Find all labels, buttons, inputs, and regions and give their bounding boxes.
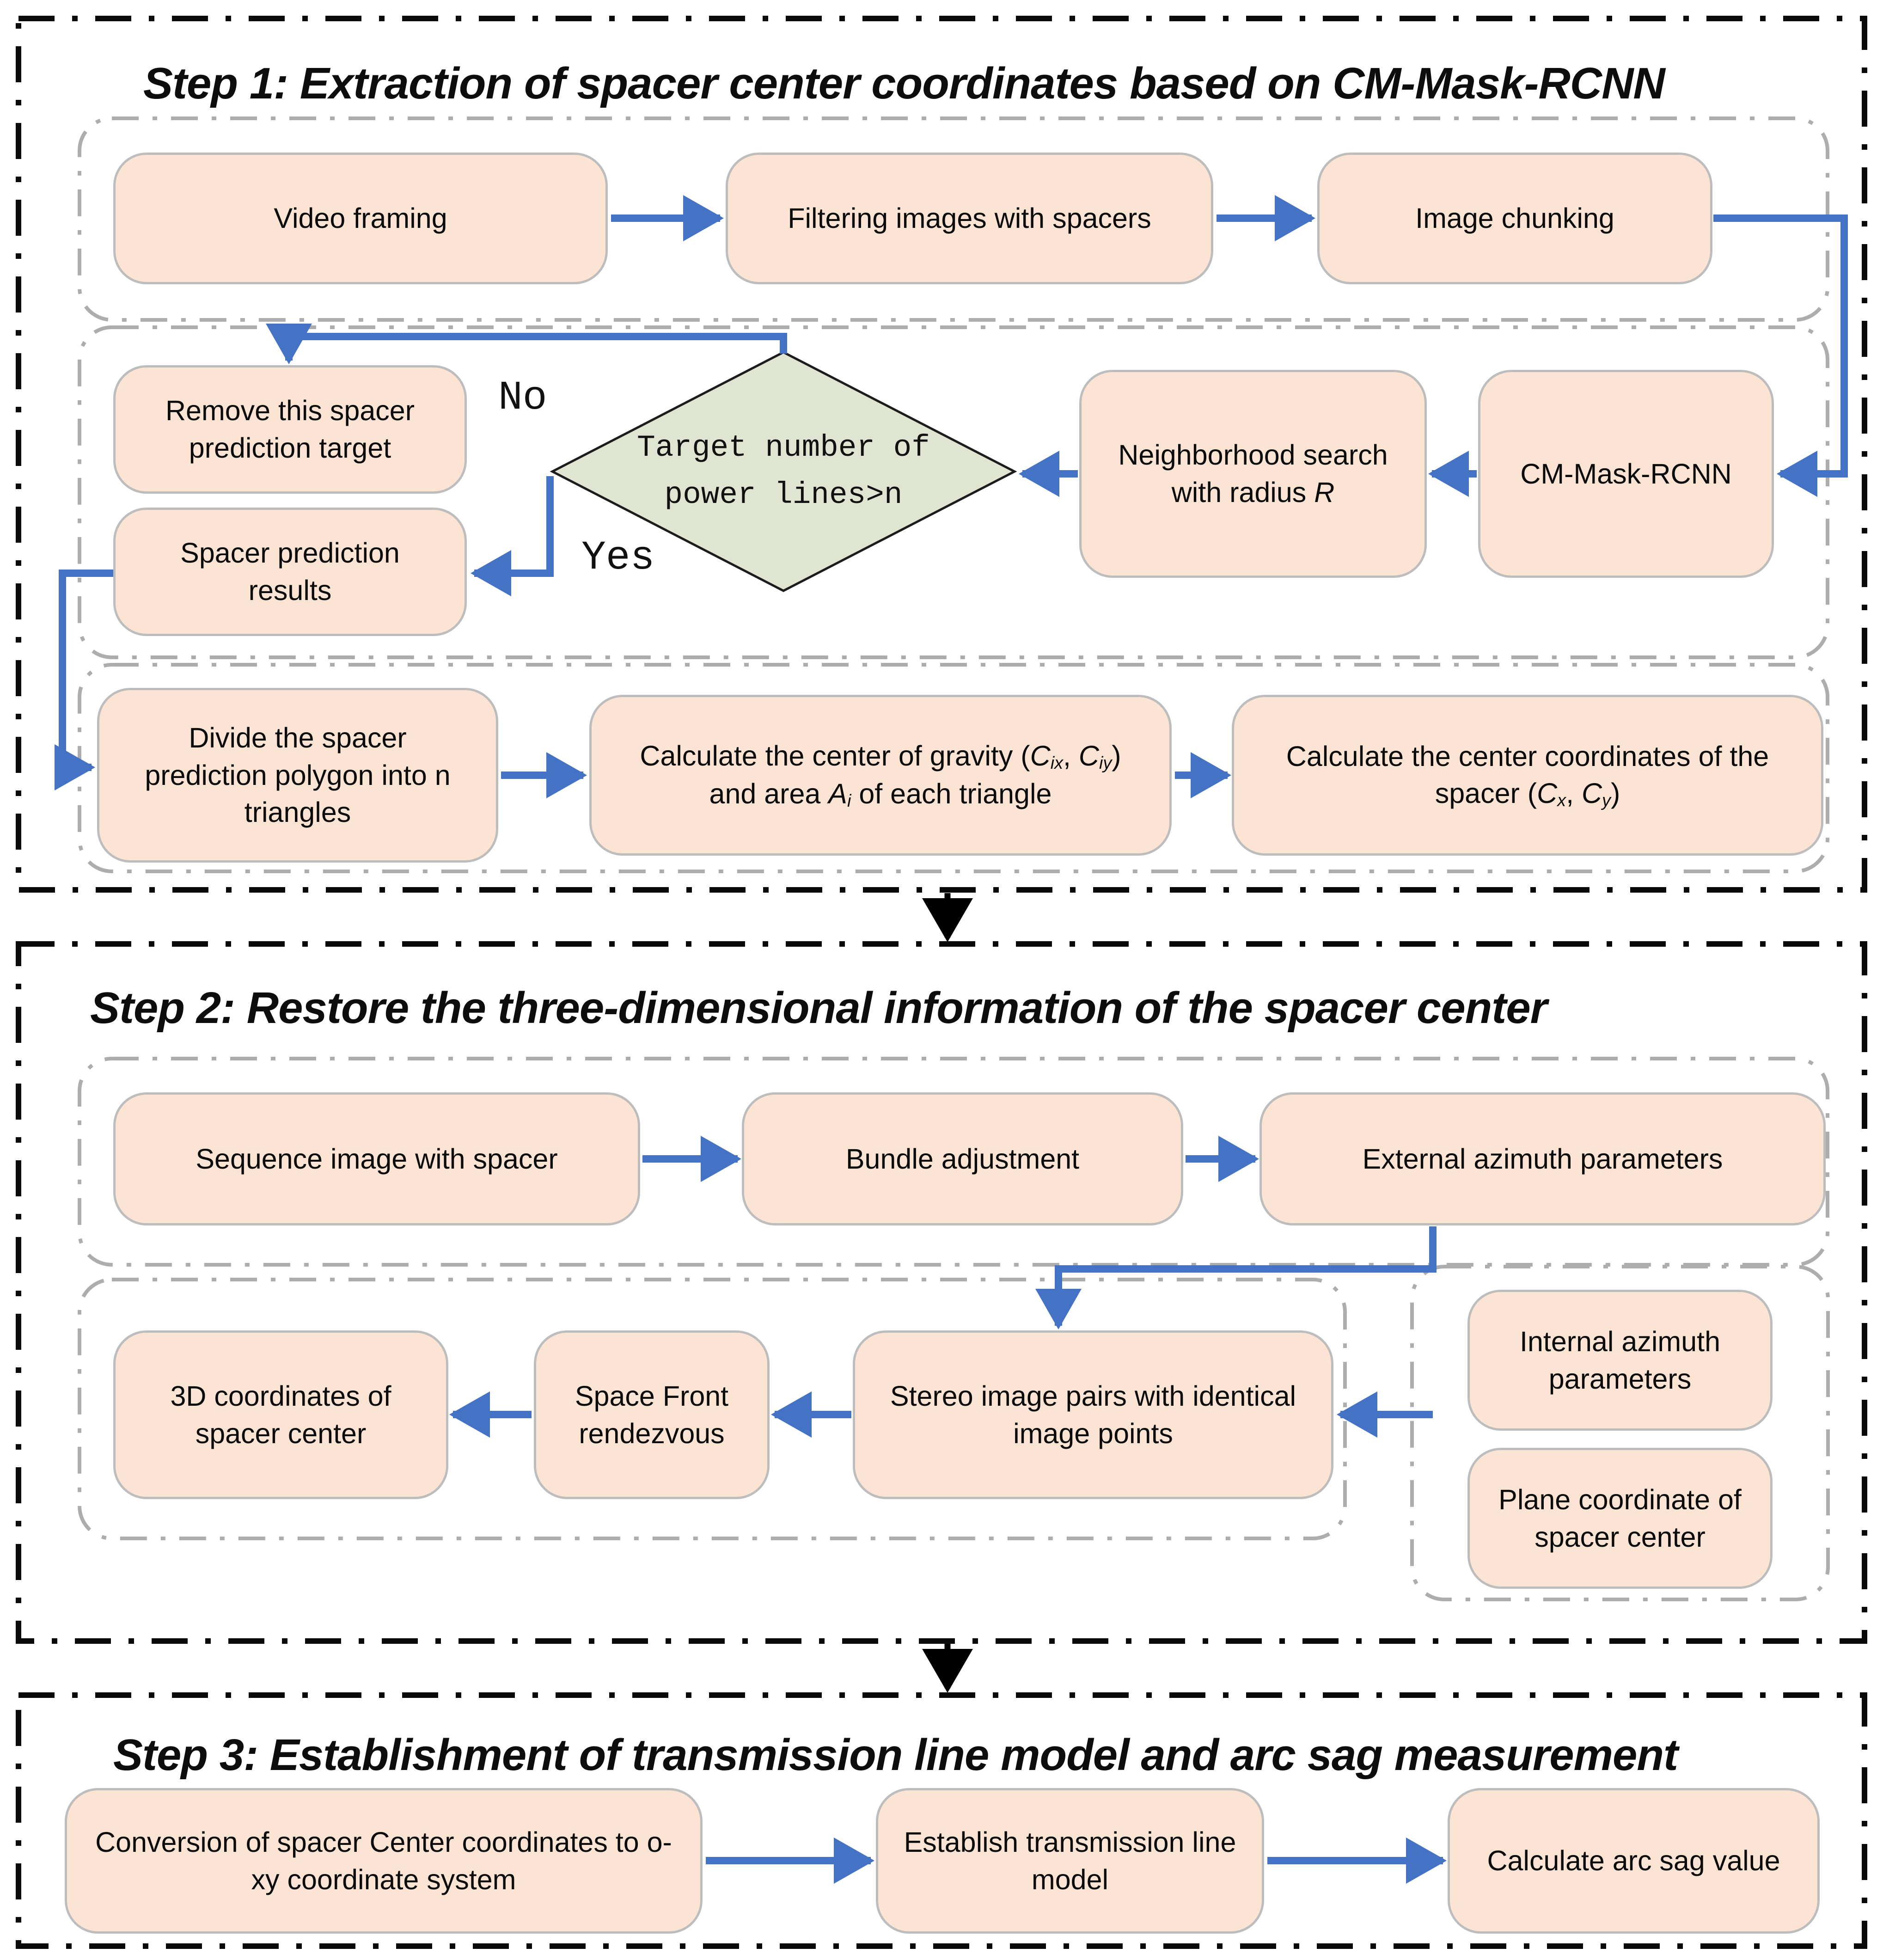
- node-center-coordinates: Calculate the center coordinates of the …: [1232, 695, 1823, 856]
- node-video-framing: Video framing: [113, 153, 608, 284]
- step1-row2-container: [78, 325, 1829, 659]
- step1-row1-container: [78, 116, 1829, 322]
- node-3d-coordinates: 3D coordinates of spacer center: [113, 1330, 448, 1499]
- branch-label-no: No: [498, 375, 547, 421]
- step1-panel-border: [16, 16, 1867, 893]
- node-cm-mask-rcnn: CM-Mask-RCNN: [1478, 370, 1774, 578]
- node-divide-polygon: Divide the spacer prediction polygon int…: [97, 688, 498, 863]
- node-image-chunking: Image chunking: [1317, 153, 1712, 284]
- node-internal-azimuth: Internal azimuth parameters: [1467, 1290, 1773, 1431]
- node-remove-spacer: Remove this spacer prediction target: [113, 365, 467, 494]
- arrow-results-to-divide: [55, 570, 113, 790]
- arrow-external-to-stereo: [1035, 1226, 1437, 1329]
- node-plane-coordinate: Plane coordinate of spacer center: [1467, 1448, 1773, 1589]
- node-stereo-pairs: Stereo image pairs with identical image …: [853, 1330, 1333, 1499]
- node-conversion-oxy: Conversion of spacer Center coordinates …: [65, 1788, 703, 1934]
- node-center-of-gravity: Calculate the center of gravity (Cix, Ci…: [589, 695, 1172, 856]
- node-bundle-adjustment: Bundle adjustment: [742, 1092, 1183, 1225]
- node-establish-model: Establish transmission line model: [876, 1788, 1264, 1934]
- node-spacer-results: Spacer prediction results: [113, 508, 467, 636]
- arrow-decision-no-to-remove: [266, 324, 787, 364]
- step2-title: Step 2: Restore the three-dimensional in…: [90, 983, 1547, 1033]
- node-calc-arc-sag: Calculate arc sag value: [1448, 1788, 1820, 1934]
- arrow-chunking-to-cmmask: [1713, 214, 1848, 497]
- step2-side-container: [1410, 1265, 1830, 1601]
- node-sequence-image: Sequence image with spacer: [113, 1092, 640, 1225]
- step3-title: Step 3: Establishment of transmission li…: [113, 1730, 1678, 1780]
- step1-title: Step 1: Extraction of spacer center coor…: [143, 59, 1665, 108]
- step2-panel-border: [16, 941, 1867, 1644]
- branch-label-yes: Yes: [581, 535, 655, 581]
- step2-row2-container: [78, 1278, 1347, 1540]
- step2-row1-container: [78, 1057, 1829, 1267]
- step3-panel-border: [16, 1692, 1867, 1949]
- node-space-front: Space Front rendezvous: [534, 1330, 770, 1499]
- node-external-azimuth: External azimuth parameters: [1259, 1092, 1826, 1225]
- arrow-decision-yes-to-results: [471, 476, 554, 596]
- node-filtering-images: Filtering images with spacers: [726, 153, 1213, 284]
- node-neighborhood-search: Neighborhood search with radius R: [1079, 370, 1427, 578]
- decision-diamond: [550, 351, 1017, 592]
